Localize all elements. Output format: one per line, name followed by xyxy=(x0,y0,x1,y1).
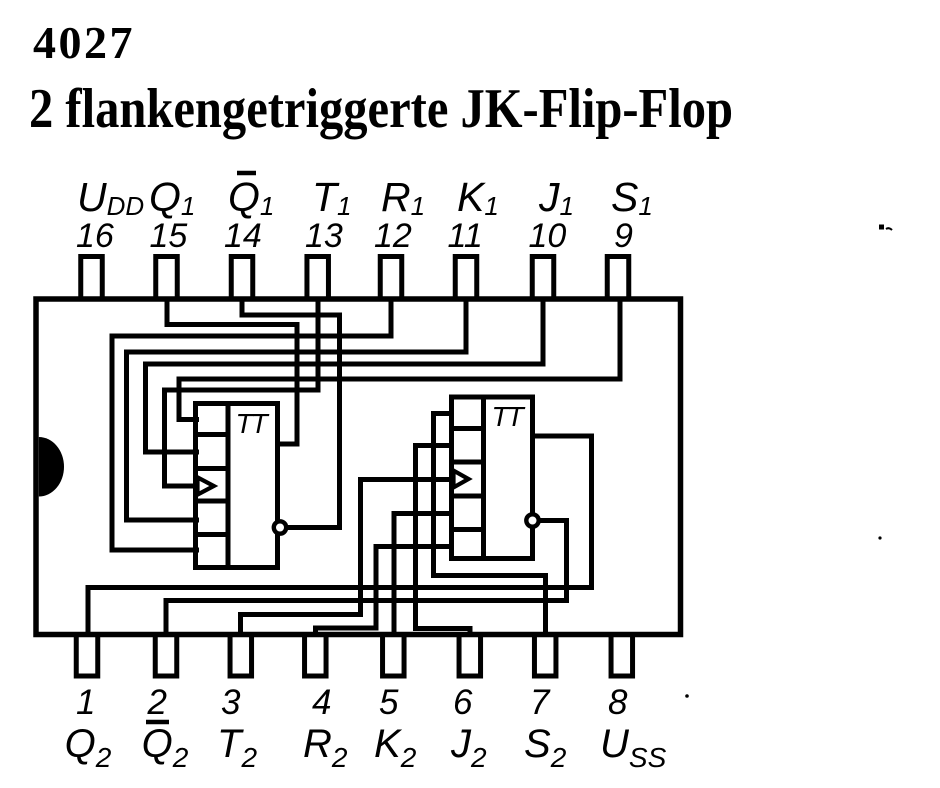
svg-text:4027: 4027 xyxy=(33,17,135,68)
svg-text:TT: TT xyxy=(492,401,526,432)
svg-text:9: 9 xyxy=(614,217,633,255)
svg-text:13: 13 xyxy=(305,217,343,255)
svg-text:3: 3 xyxy=(221,683,241,722)
svg-text:R2: R2 xyxy=(303,722,348,773)
svg-text:2: 2 xyxy=(147,683,167,722)
svg-text:2 flankengetriggerte JK-Flip-F: 2 flankengetriggerte JK-Flip-Flop xyxy=(29,78,733,140)
svg-text:4: 4 xyxy=(312,683,331,722)
svg-text:14: 14 xyxy=(224,217,262,255)
svg-text:15: 15 xyxy=(150,217,188,255)
svg-text:1: 1 xyxy=(76,683,95,722)
svg-text:5: 5 xyxy=(379,683,399,722)
svg-text:TT: TT xyxy=(236,408,270,439)
svg-text:7: 7 xyxy=(530,683,551,722)
svg-text:16: 16 xyxy=(76,217,114,255)
svg-text:10: 10 xyxy=(529,217,567,255)
svg-text:6: 6 xyxy=(453,683,473,722)
svg-text:12: 12 xyxy=(374,217,412,255)
svg-text:8: 8 xyxy=(608,683,628,722)
svg-text:11: 11 xyxy=(448,217,483,255)
